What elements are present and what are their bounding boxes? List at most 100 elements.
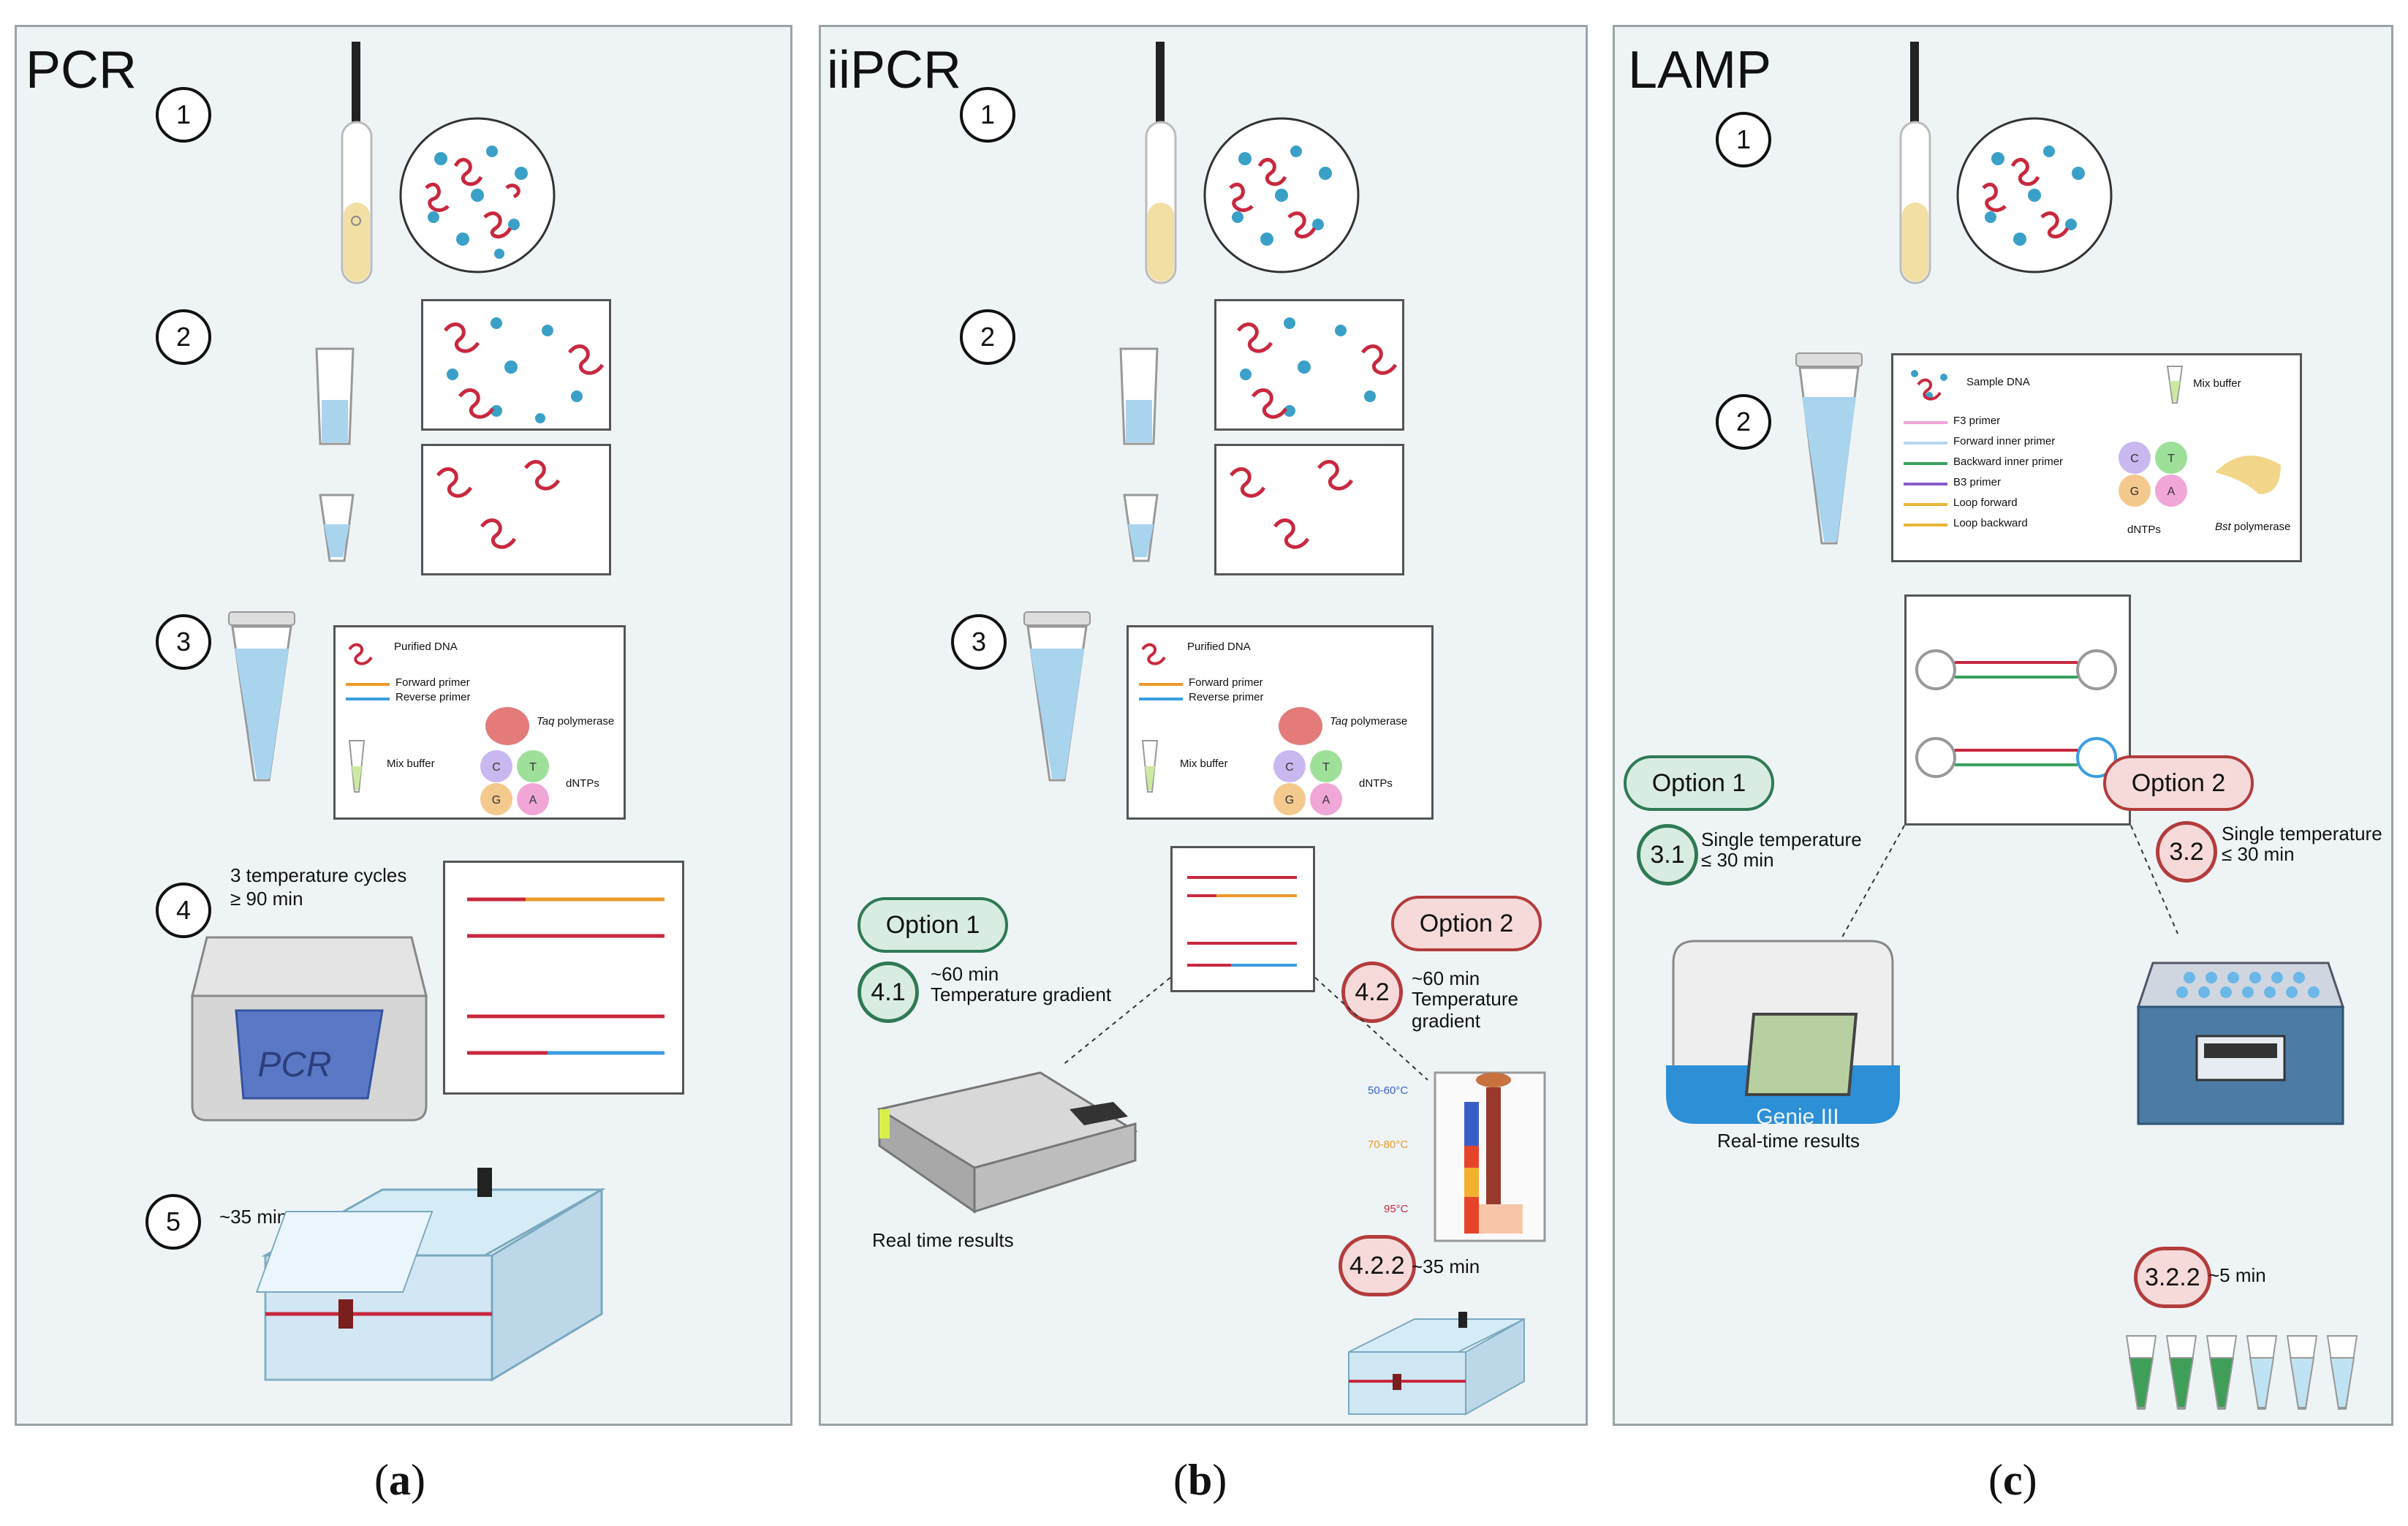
dna-amplification-icon xyxy=(467,897,665,1055)
loop-backward-label: Loop backward xyxy=(1953,517,2028,529)
sample-magnified-circle-icon xyxy=(399,117,556,273)
mix-buffer-label: Mix buffer xyxy=(2193,377,2241,390)
step-5-time: ~35 min xyxy=(219,1206,288,1228)
step-2-circle: 2 xyxy=(156,309,211,365)
taq-italic: Taq xyxy=(1330,715,1348,728)
lamp-reagents-box: Sample DNA F3 primer Forward inner prime… xyxy=(1891,353,2302,562)
caption-b: (b) xyxy=(1173,1455,1227,1506)
purified-dna-small-icon xyxy=(1141,643,1166,665)
panel-pcr: PCR 1 2 3 Purified DNA xyxy=(15,25,792,1426)
step-2-circle: 2 xyxy=(1716,394,1771,450)
temp-95: 95°C xyxy=(1384,1203,1409,1215)
temp-50-60: 50-60°C xyxy=(1368,1084,1409,1097)
reagents-box: Purified DNA Forward primer Reverse prim… xyxy=(1127,625,1434,820)
step-3-2-text-line2: ≤ 30 min xyxy=(2222,843,2295,865)
dntps-icon: C T G A xyxy=(2119,442,2187,507)
sample-tube-icon xyxy=(1145,42,1177,284)
dntp-t: T xyxy=(529,761,537,774)
dna-box-purified xyxy=(1214,444,1404,575)
sample-dna-label: Sample DNA xyxy=(1966,376,2030,388)
polymerase-text: polymerase xyxy=(1347,715,1408,728)
dntps-label: dNTPs xyxy=(566,777,599,790)
purified-dna-small-icon xyxy=(348,643,373,665)
panel-title-pcr: PCR xyxy=(26,41,137,99)
dntps-label: dNTPs xyxy=(2127,524,2161,536)
caption-b-letter: b xyxy=(1187,1456,1213,1504)
step-3-1-text-line1: Single temperature xyxy=(1701,828,1862,850)
caption-a-letter: a xyxy=(388,1456,411,1504)
option-2-pill: Option 2 xyxy=(1391,896,1542,951)
dna-and-dots-icon xyxy=(1237,317,1398,419)
step-3-1-text-line2: ≤ 30 min xyxy=(1701,849,1774,871)
step-5-circle: 5 xyxy=(145,1194,201,1250)
dntps-label: dNTPs xyxy=(1359,777,1393,790)
dntp-g: G xyxy=(492,794,501,807)
genie-device-label: Genie III xyxy=(1756,1105,1839,1129)
purified-dna-icon xyxy=(1230,460,1354,549)
step-4-1-time: ~60 min xyxy=(931,963,999,985)
panel-title-lamp: LAMP xyxy=(1628,41,1772,99)
step-3-2-label: 3.2 xyxy=(2169,837,2204,866)
spin-column-icon xyxy=(1119,347,1159,562)
temp-70-80: 70-80°C xyxy=(1368,1138,1409,1151)
gel-electrophoresis-icon xyxy=(255,1168,606,1382)
step-4-2-circle: 4.2 xyxy=(1341,962,1403,1023)
f3-primer-label: F3 primer xyxy=(1953,415,2001,427)
thermocycler-icon: PCR xyxy=(191,936,428,1122)
sample-magnified-circle-icon xyxy=(1956,117,2113,273)
mix-buffer-label: Mix buffer xyxy=(1180,758,1228,770)
step-4-2-2-circle: 4.2.2 xyxy=(1339,1235,1416,1296)
dna-box-unpurified xyxy=(421,299,611,431)
dna-and-dots-icon xyxy=(444,317,605,423)
pcr-device-label: PCR xyxy=(257,1046,331,1084)
polymerase-text: polymerase xyxy=(554,715,615,728)
mix-buffer-tube-icon xyxy=(2166,366,2184,404)
spin-column-icon xyxy=(315,347,355,562)
forward-primer-label: Forward primer xyxy=(1189,676,1263,689)
step-4-1-circle: 4.1 xyxy=(857,962,919,1023)
step-3-1-label: 3.1 xyxy=(1650,840,1685,869)
step-4-2-label: 4.2 xyxy=(1355,978,1390,1006)
dntp-a: A xyxy=(1322,794,1330,807)
bip-line xyxy=(1904,462,1947,465)
iipcr-device-icon xyxy=(877,1071,1138,1214)
option-1-label: Option 1 xyxy=(885,910,980,939)
mix-buffer-label: Mix buffer xyxy=(387,758,435,770)
step-1-circle: 1 xyxy=(1716,112,1771,167)
polymerase-icon xyxy=(485,707,529,745)
step-3-2-2-circle: 3.2.2 xyxy=(2134,1247,2211,1308)
caption-a-open: ( xyxy=(374,1456,389,1504)
caption-b-open: ( xyxy=(1173,1456,1188,1504)
option-1-pill: Option 1 xyxy=(1624,755,1774,811)
bst-rest: polymerase xyxy=(2230,521,2291,533)
reverse-primer-line xyxy=(346,698,390,700)
dna-amplification-icon xyxy=(1187,876,1297,967)
step-3-2-2-label: 3.2.2 xyxy=(2145,1263,2200,1291)
amplification-box xyxy=(443,861,684,1095)
panel-title-iipcr: iiPCR xyxy=(827,41,962,99)
reverse-primer-line xyxy=(1139,698,1183,700)
dntps-icon: C T G A xyxy=(1273,750,1342,815)
taq-polymerase-label: Taq polymerase xyxy=(537,715,614,728)
lamp-dumbbell-icon xyxy=(1915,649,2117,778)
option-1-label: Option 1 xyxy=(1651,768,1746,797)
step-4-2-gradient: Temperature gradient xyxy=(1412,988,1518,1032)
bst-polymerase-label: Bst polymerase xyxy=(2215,521,2290,534)
loop-forward-line xyxy=(1904,503,1947,506)
option-1-pill: Option 1 xyxy=(857,897,1008,953)
step-4-circle: 4 xyxy=(156,883,211,938)
step-2-circle: 2 xyxy=(960,309,1015,365)
heat-block-icon xyxy=(2136,962,2345,1125)
reverse-primer-label: Reverse primer xyxy=(1189,691,1264,703)
dntps-icon: C T G A xyxy=(480,750,549,815)
step-3-circle: 3 xyxy=(156,614,211,670)
taq-polymerase-label: Taq polymerase xyxy=(1330,715,1407,728)
reaction-tube-icon xyxy=(1795,352,1863,545)
connector-lines xyxy=(1061,977,1428,1081)
dntp-c: C xyxy=(2130,453,2139,465)
fip-label: Forward inner primer xyxy=(1953,435,2056,447)
purified-dna-icon xyxy=(436,460,561,549)
b3-primer-line xyxy=(1904,483,1947,486)
dntp-a: A xyxy=(529,794,537,807)
sample-magnified-circle-icon xyxy=(1203,117,1360,273)
